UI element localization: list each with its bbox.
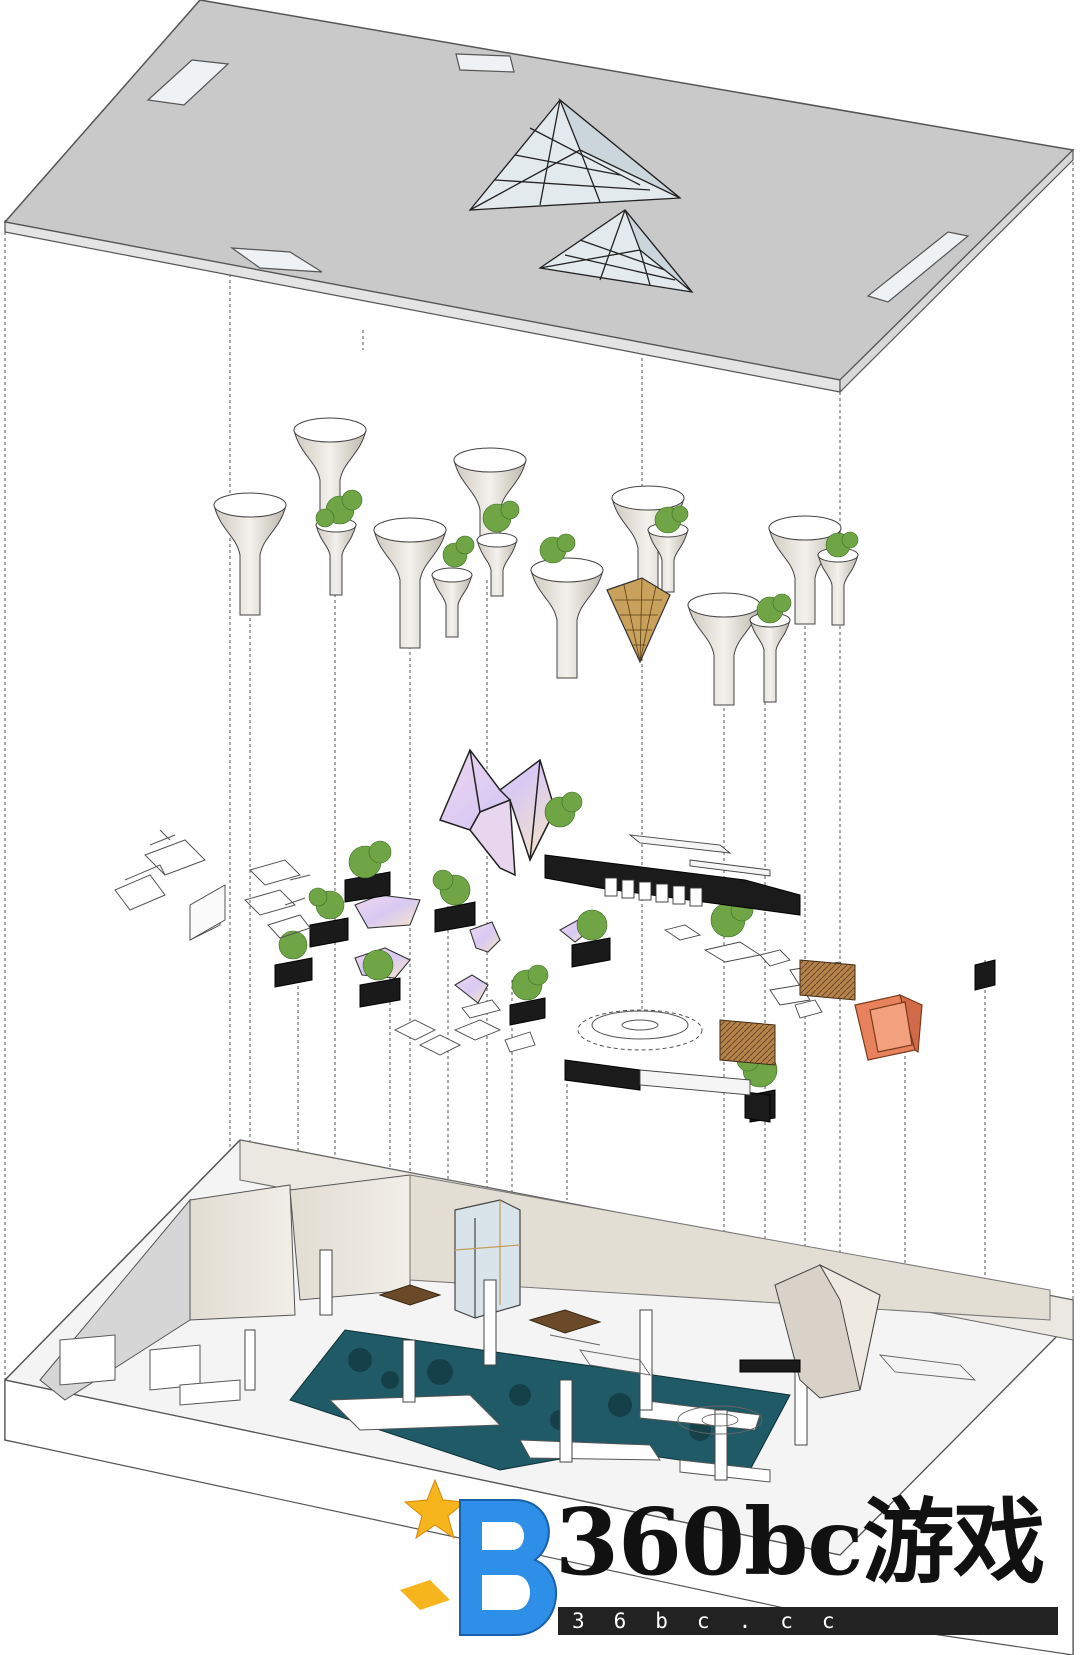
floor-plate <box>4 1139 1074 1655</box>
roof-slab <box>3 0 1075 394</box>
side-rooms <box>59 1334 241 1406</box>
planter-vase <box>817 547 859 626</box>
pyramid-skylight-small <box>538 209 694 293</box>
skylight-strips <box>146 53 970 303</box>
white-planters-floor <box>328 1394 771 1483</box>
vase-column <box>453 447 527 539</box>
black-bar-counter <box>544 854 801 1123</box>
vase-column <box>530 557 604 679</box>
fitness-equipment <box>114 829 311 939</box>
lobby-sculpture <box>774 1263 881 1399</box>
bar-stools <box>604 877 703 907</box>
pyramid-skylight-large <box>468 97 682 211</box>
ceiling-pendant-columns <box>213 417 859 706</box>
watermark-subtitle: 36bc.cc <box>558 1607 1058 1635</box>
blue-b-star-logo <box>400 1478 558 1636</box>
planter-vase <box>431 567 473 638</box>
watermark-title: 360bc游戏 <box>555 1488 1045 1596</box>
planter-vase <box>315 517 357 596</box>
vase-column <box>687 592 761 706</box>
white-shelf <box>189 834 771 1096</box>
orange-kiosk <box>854 993 923 1061</box>
crystal-sculpture <box>438 748 556 877</box>
foliage <box>315 489 859 624</box>
planter-vase <box>749 612 791 703</box>
floor-furniture-sketch <box>549 1334 977 1435</box>
furniture-layer <box>114 748 996 1123</box>
round-conference-table <box>577 1009 703 1051</box>
glass-elevator <box>454 1199 521 1319</box>
gold-lattice-lantern <box>606 577 671 664</box>
vase-column <box>373 517 447 649</box>
planter-vase <box>476 532 518 597</box>
watermark: 360bc游戏 36bc.cc <box>380 1480 1080 1655</box>
vase-column <box>213 492 287 616</box>
